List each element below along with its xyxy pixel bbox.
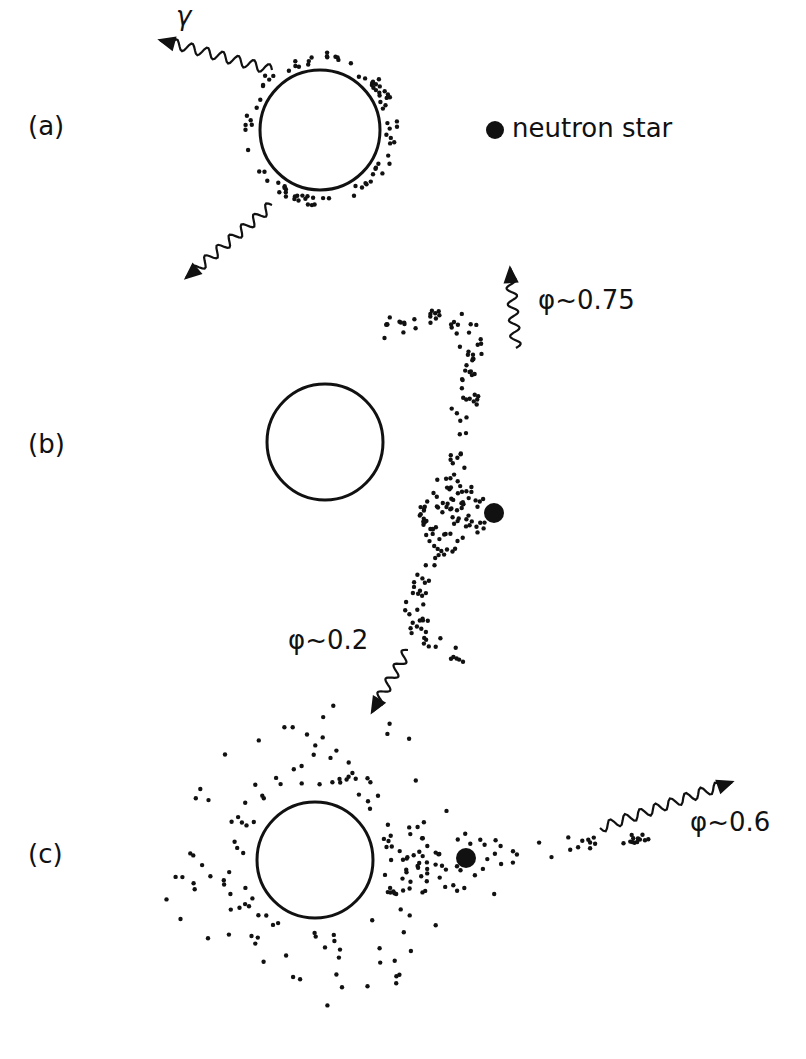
neutron-star-dot: [456, 848, 476, 868]
text-label: φ~0.6: [690, 808, 770, 837]
text-label: φ~0.2: [288, 626, 368, 655]
text-label: (a): [28, 112, 64, 141]
gas-dots: [164, 50, 650, 1007]
text-label: (c): [28, 840, 63, 869]
text-label: γ: [176, 2, 191, 31]
text-label: neutron star: [512, 114, 672, 143]
text-label: (b): [28, 430, 65, 459]
text-label: φ~0.75: [538, 286, 635, 315]
companion-star: [260, 70, 380, 190]
neutron-star-dot: [486, 121, 504, 139]
companion-star: [267, 384, 383, 500]
companion-star: [257, 802, 373, 918]
neutron-star-dot: [484, 503, 504, 523]
photon-arrows: [160, 38, 732, 832]
